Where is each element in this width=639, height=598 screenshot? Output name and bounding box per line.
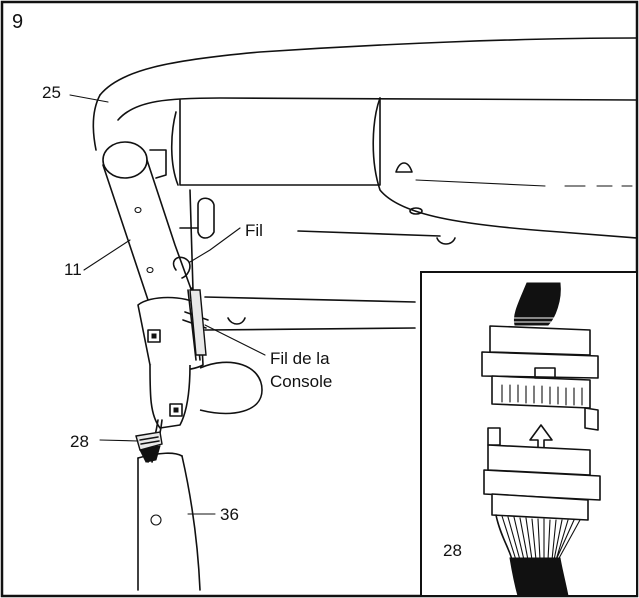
callout-fil: Fil xyxy=(245,221,263,240)
callout-25: 25 xyxy=(42,83,61,102)
step-number: 9 xyxy=(12,11,23,33)
callout-11: 11 xyxy=(64,260,82,279)
callout-console: Console xyxy=(270,372,332,391)
callout-28-main: 28 xyxy=(70,432,89,451)
connector-inset: 28 xyxy=(420,271,638,597)
callout-28-inset: 28 xyxy=(443,541,462,560)
lower-upright-drawing xyxy=(137,452,201,591)
callout-36: 36 xyxy=(220,505,239,524)
callout-fil-de-la: Fil de la xyxy=(270,349,330,368)
console-frame-drawing xyxy=(92,37,638,331)
upright-tube-drawing xyxy=(102,141,263,463)
connector-28-main xyxy=(135,431,163,463)
